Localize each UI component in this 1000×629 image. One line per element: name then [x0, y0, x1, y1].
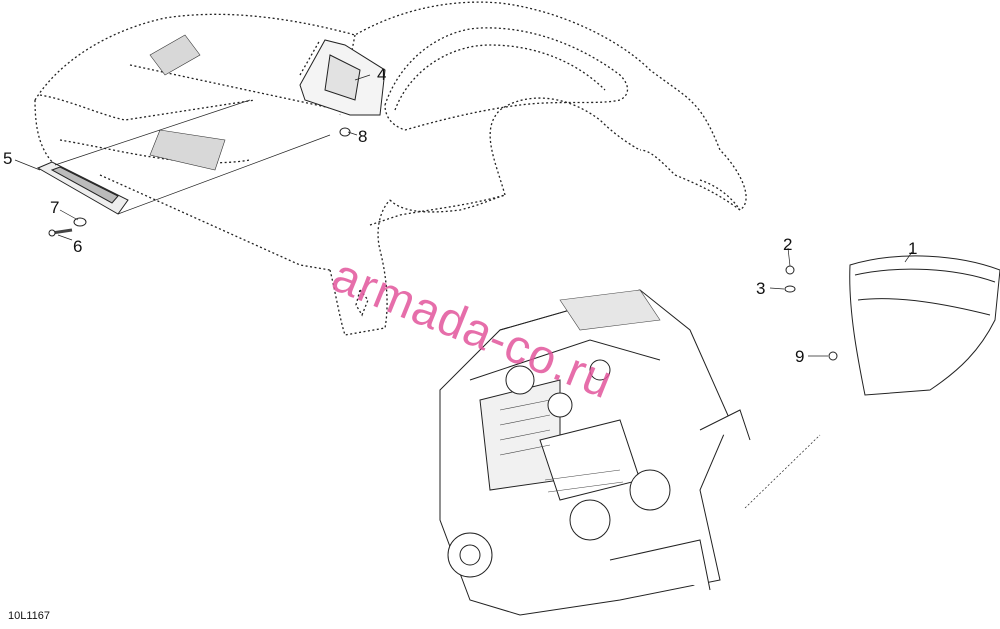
callout-2: 2	[783, 235, 793, 254]
body-vent-mesh	[149, 34, 226, 171]
callout-5: 5	[3, 149, 13, 168]
engine-assembly	[439, 289, 751, 616]
leader-lines	[14, 74, 913, 509]
callout-1: 1	[908, 239, 918, 258]
callout-8: 8	[358, 127, 368, 146]
callout-9: 9	[795, 347, 805, 366]
callout-4: 4	[377, 65, 387, 84]
callout-6: 6	[73, 237, 83, 256]
fastener-parts	[48, 127, 838, 361]
bracket-part	[299, 39, 386, 116]
drawing-code: 10L1167	[8, 610, 51, 622]
callout-7: 7	[50, 198, 60, 217]
callout-3: 3	[756, 279, 766, 298]
airbox-cover-part	[849, 255, 1000, 396]
grille-part	[36, 161, 129, 215]
engine-details	[499, 289, 661, 493]
